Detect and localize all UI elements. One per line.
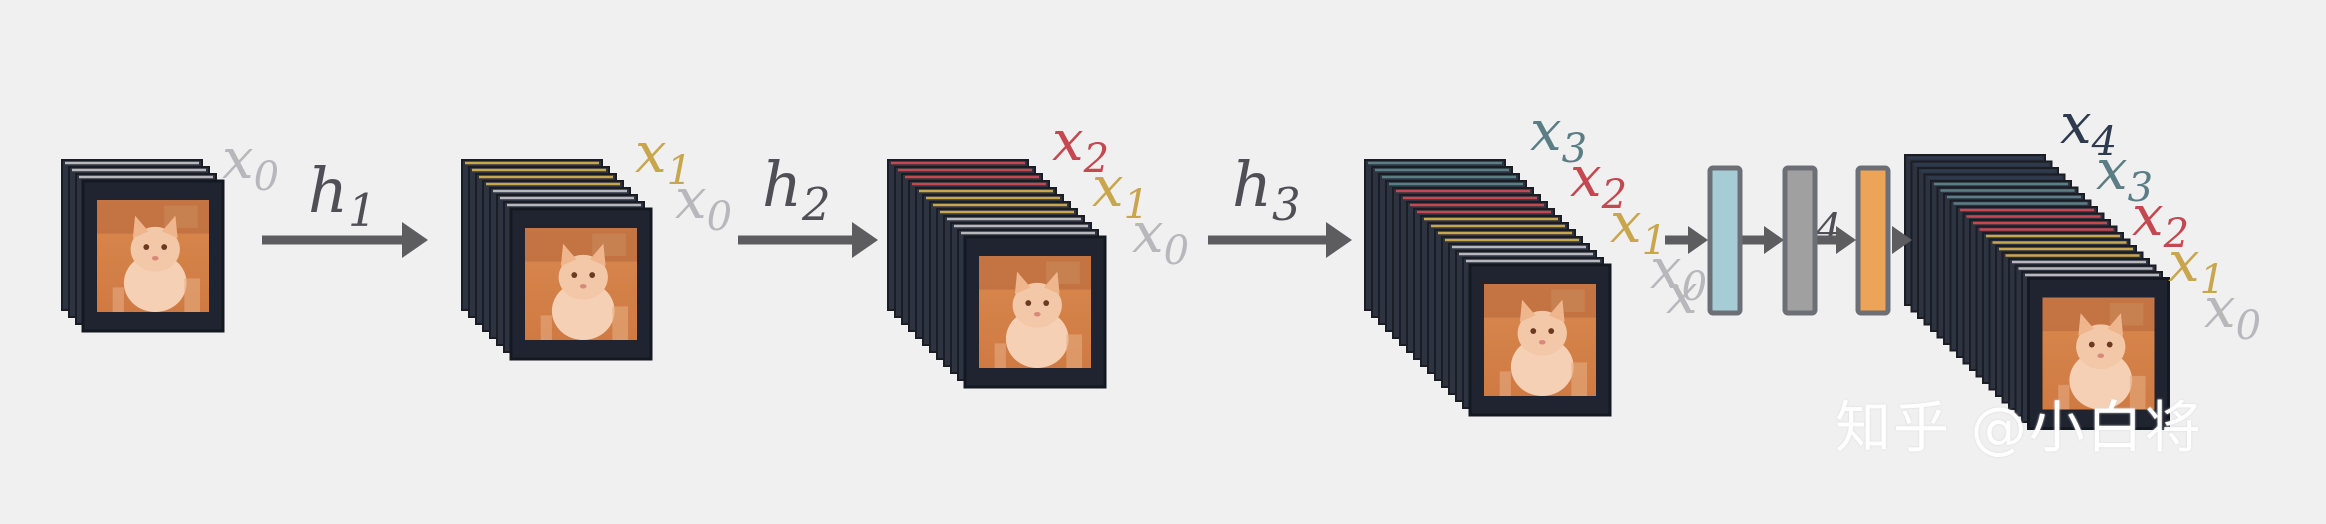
arrow-head [402, 222, 428, 258]
feature-label-x1: x1 [1092, 155, 1149, 228]
feature-label-x0: x0 [1650, 237, 1707, 310]
arrow-head [852, 222, 878, 258]
transition-label-h1: h1 [308, 154, 377, 237]
feature-label-x2-base: x [2132, 184, 2164, 249]
feature-label-x0-base: x [2204, 276, 2236, 341]
feature-label-x2-base: x [1570, 145, 1602, 210]
feature-label-x2-sub: 2 [1601, 172, 1627, 218]
block-arrow-head [1688, 226, 1708, 254]
feature-label-x4: x4 [2060, 92, 2117, 165]
feature-label-x2: x2 [2132, 184, 2189, 257]
stage-input: x0 [61, 127, 279, 333]
feature-label-x3: x3 [2096, 138, 2153, 211]
block-arrow-head [1764, 226, 1784, 254]
feature-label-x1: x1 [1610, 191, 1667, 264]
feature-label-x0-base: x [675, 167, 707, 232]
feature-label-x1-base: x [1610, 191, 1642, 256]
feature-label-x2: x2 [1570, 145, 1627, 218]
feature-label-x0-sub: 0 [1682, 264, 1707, 310]
feature-label-x3: x3 [1530, 99, 1587, 172]
feature-label-x2-base: x [1052, 109, 1084, 174]
block-arrow-head [1892, 226, 1912, 254]
transition-label-h3-base: h [1232, 148, 1272, 221]
feature-label-x3-base: x [1530, 99, 1562, 164]
feature-label-x0-sub: 0 [2236, 303, 2261, 349]
feature-label-x0-sub: 0 [254, 154, 279, 200]
h4-sublayer-3 [1855, 165, 1891, 316]
feature-label-x3-sub: 3 [1562, 126, 1587, 172]
h4-sublayer-1 [1707, 165, 1743, 316]
transition-label-h1-sub: 1 [348, 184, 377, 237]
feature-label-x1: x1 [635, 121, 692, 194]
feature-label-x2: x2 [1052, 109, 1109, 182]
transition-h2: h2 [738, 148, 878, 258]
transition-label-h1-base: h [308, 154, 348, 227]
feature-label-x2-sub: 2 [1083, 136, 1109, 182]
feature-label-x0: x0 [222, 127, 279, 200]
transition-label-h2-base: h [762, 148, 802, 221]
h4-sublayer-2 [1782, 165, 1818, 316]
feature-label-x0-base: x [1650, 237, 1682, 302]
transition-h3: h3 [1208, 148, 1352, 258]
transition-label-h3: h3 [1232, 148, 1301, 231]
kitten-photo-icon [525, 228, 637, 340]
feature-label-x0: x0 [675, 167, 732, 240]
feature-label-x1-base: x [2168, 230, 2200, 295]
transition-h1: h1 [262, 154, 428, 258]
transition-label-h2: h2 [762, 148, 831, 231]
transition-label-h3-sub: 3 [1272, 178, 1301, 231]
feature-label-x3-base: x [2096, 138, 2128, 203]
feature-label-x1: x1 [2168, 230, 2225, 303]
feature-label-x0-sub: 0 [707, 194, 732, 240]
feature-label-x4-base: x [2060, 92, 2092, 157]
feature-label-x1-base: x [1092, 155, 1124, 220]
h4-blocks-layer: xh4 [1665, 165, 1912, 327]
feature-label-x0-base: x [222, 127, 254, 192]
kitten-photo-icon [1484, 284, 1596, 396]
h4-block: xh4 [1665, 165, 1912, 327]
feature-label-x1-sub: 1 [1642, 218, 1667, 264]
transition-label-h2-sub: 2 [801, 178, 831, 231]
feature-label-x0-sub: 0 [1164, 228, 1189, 274]
kitten-photo-icon [979, 256, 1091, 368]
feature-label-x0: x0 [1132, 201, 1189, 274]
feature-label-x1-base: x [635, 121, 667, 186]
feature-label-x3-sub: 3 [2128, 165, 2153, 211]
feature-label-x2-sub: 2 [2163, 211, 2189, 257]
kitten-photo-icon [97, 200, 209, 312]
feature-label-x4-sub: 4 [2091, 119, 2117, 165]
feature-label-x1-sub: 1 [2200, 257, 2225, 303]
feature-label-x1-sub: 1 [667, 148, 692, 194]
block-arrow-head [1836, 226, 1856, 254]
arrow-head [1326, 222, 1352, 258]
watermark: 知乎 @小白将 [1835, 396, 2203, 461]
feature-label-x0: x0 [2204, 276, 2261, 349]
feature-label-x1-sub: 1 [1124, 182, 1149, 228]
feature-label-x0-base: x [1132, 201, 1164, 266]
partial-x0-label: x [1666, 262, 1698, 327]
